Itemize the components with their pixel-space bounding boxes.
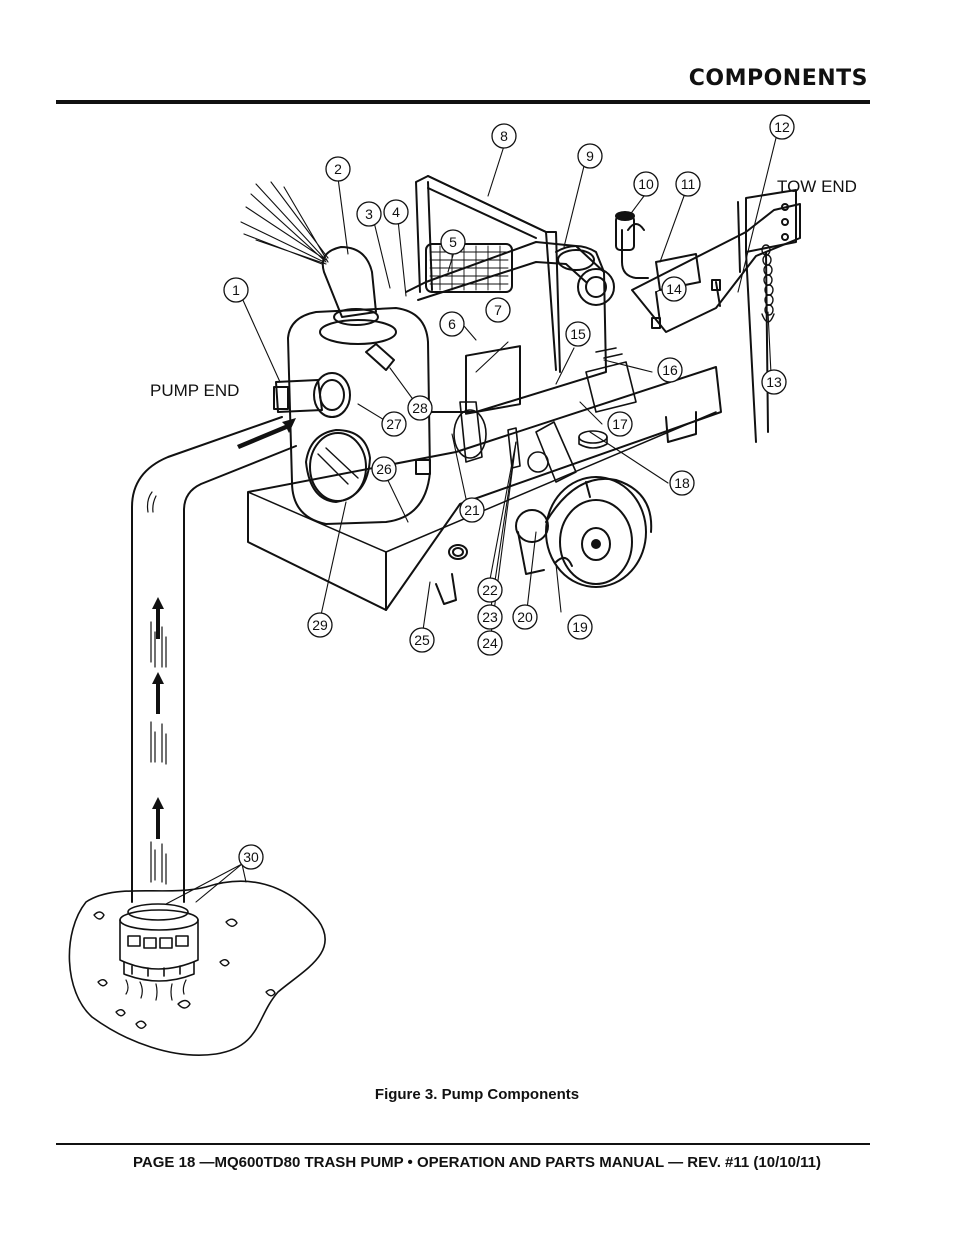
callout-20: 20 [517,609,533,625]
flow-arrows [152,418,296,839]
callout-bubbles [223,114,795,870]
callout-19: 19 [572,619,588,635]
callout-13: 13 [766,374,782,390]
wheel [515,476,653,588]
callout-28: 28 [412,400,428,416]
discharge-spray [240,181,329,265]
page-title: COMPONENTS [688,66,868,91]
callout-1: 1 [232,282,240,298]
callout-12: 12 [774,119,790,135]
pump-end-label: PUMP END [150,381,239,400]
callout-10: 10 [638,176,654,192]
suction-strainer [119,903,199,1001]
water-puddle [68,880,326,1056]
callout-15: 15 [570,326,586,342]
callout-30: 30 [243,849,259,865]
callout-8: 8 [500,128,508,144]
callout-3: 3 [365,206,373,222]
callout-29: 29 [312,617,328,633]
callout-7: 7 [494,302,502,318]
callout-18: 18 [674,475,690,491]
footer-rule [56,1143,870,1145]
callout-9: 9 [586,148,594,164]
callout-26: 26 [376,461,392,477]
pump-housing [273,307,431,525]
tow-end-label: TOW END [777,177,857,196]
discharge-elbow [319,246,397,345]
callout-22: 22 [482,582,498,598]
callout-14: 14 [666,281,682,297]
callout-27: 27 [386,416,402,432]
callout-2: 2 [334,161,342,177]
skid-base [247,366,722,611]
pump-components-figure: 1 2 3 4 5 6 7 8 9 10 11 12 13 14 15 16 1… [56,112,870,1078]
callout-16: 16 [662,362,678,378]
callout-24: 24 [482,635,498,651]
suction-hose [131,416,297,903]
callout-21: 21 [464,502,480,518]
callout-17: 17 [612,416,628,432]
callout-5: 5 [449,234,457,250]
callout-4: 4 [392,204,400,220]
figure-caption: Figure 3. Pump Components [374,1086,580,1103]
safety-chain [761,244,775,323]
page-footer: PAGE 18 —MQ600TD80 TRASH PUMP • OPERATIO… [133,1154,821,1171]
callout-6: 6 [448,316,456,332]
header-rule [56,100,870,104]
callout-23: 23 [482,609,498,625]
pebbles [93,911,276,1029]
callout-25: 25 [414,632,430,648]
callout-11: 11 [681,176,696,192]
engine-frame [405,175,649,415]
tow-bar [631,189,801,443]
